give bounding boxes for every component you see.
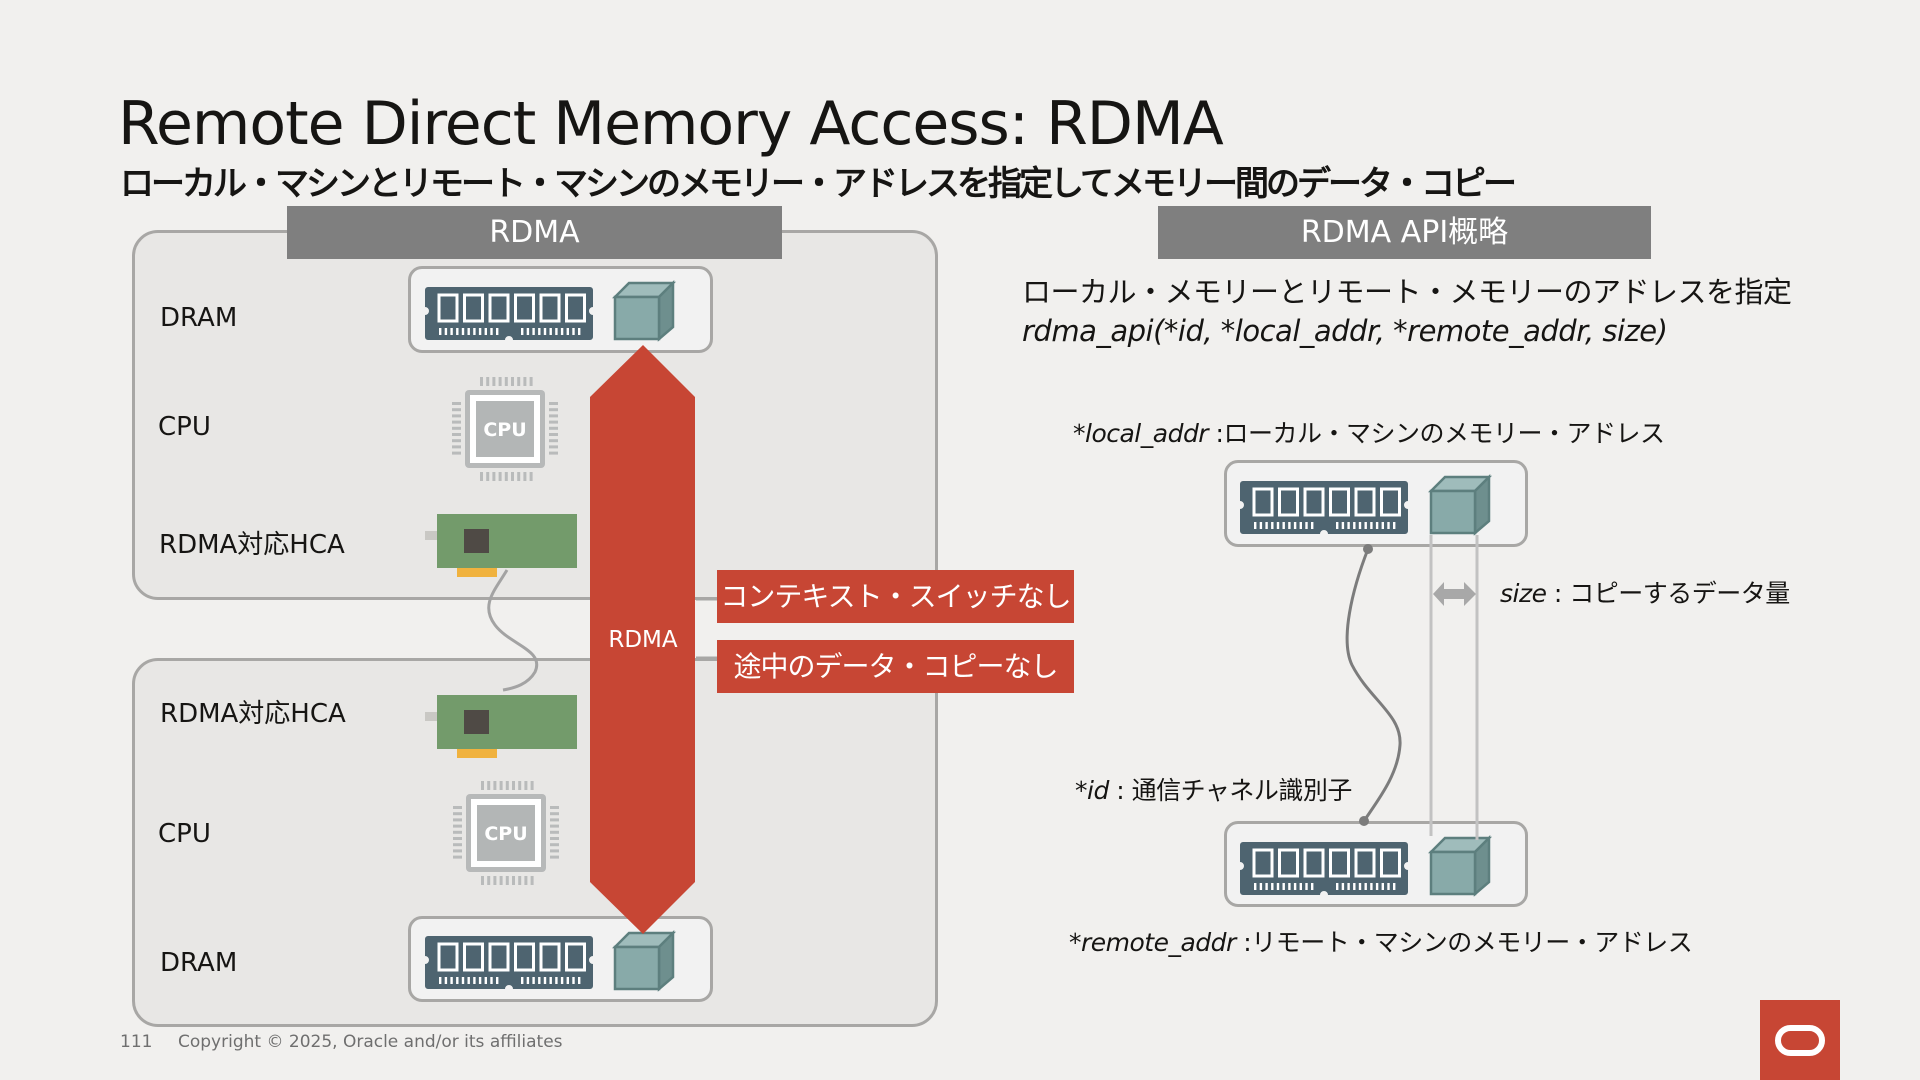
rdma-api-header-bar: RDMA API概略	[1158, 206, 1651, 259]
ram-module-icon	[1240, 842, 1408, 895]
param-remote-addr-desc: :リモート・マシンのメモリー・アドレス	[1235, 928, 1693, 957]
ram-module-icon	[425, 287, 593, 340]
remote-cpu-label: CPU	[158, 819, 211, 849]
page-number: 111	[120, 1032, 153, 1052]
channel-endpoint-dot	[1363, 544, 1373, 554]
network-card-icon	[425, 695, 577, 758]
param-id: *id : 通信チャネル識別子	[1075, 776, 1352, 806]
callout-no-context-switch: コンテキスト・スイッチなし	[717, 570, 1074, 623]
param-remote-addr-name: *remote_addr	[1069, 928, 1236, 957]
local-cpu-label: CPU	[158, 412, 211, 442]
network-card-icon	[425, 514, 577, 577]
data-block-icon	[1427, 473, 1493, 536]
rdma-header-bar: RDMA	[287, 206, 782, 259]
oracle-logo-icon	[1760, 1000, 1840, 1080]
api-description: ローカル・メモリーとリモート・メモリーのアドレスを指定	[1022, 275, 1792, 309]
data-block-icon	[611, 929, 677, 992]
local-hca-label: RDMA対応HCA	[159, 530, 345, 560]
param-remote-addr: *remote_addr :リモート・マシンのメモリー・アドレス	[1069, 928, 1693, 958]
remote-hca-label: RDMA対応HCA	[160, 699, 346, 729]
cpu-chip-icon: CPU	[453, 781, 559, 885]
param-local-addr-desc: :ローカル・マシンのメモリー・アドレス	[1208, 419, 1665, 448]
param-id-name: *id	[1075, 776, 1109, 805]
param-id-desc: : 通信チャネル識別子	[1108, 776, 1352, 805]
rdma-arrow-label: RDMA	[608, 627, 678, 653]
param-local-addr: *local_addr :ローカル・マシンのメモリー・アドレス	[1073, 419, 1665, 449]
api-signature: rdma_api(*id, *local_addr, *remote_addr,…	[1022, 314, 1668, 348]
channel-id-curve	[1345, 548, 1402, 822]
remote-dram-label: DRAM	[160, 948, 238, 978]
svg-text:CPU: CPU	[483, 419, 526, 441]
slide-subtitle: ローカル・マシンとリモート・マシンのメモリー・アドレスを指定してメモリー間のデー…	[120, 164, 1517, 204]
ram-module-icon	[1240, 481, 1408, 534]
param-local-addr-name: *local_addr	[1073, 419, 1209, 448]
param-size-desc: : コピーするデータ量	[1546, 579, 1790, 608]
copyright: Copyright © 2025, Oracle and/or its affi…	[178, 1032, 563, 1052]
callout-no-intermediate-copy: 途中のデータ・コピーなし	[717, 640, 1074, 693]
param-size: size : コピーするデータ量	[1500, 579, 1790, 609]
data-block-icon	[1427, 834, 1493, 897]
data-block-icon	[611, 279, 677, 342]
channel-endpoint-dot	[1359, 816, 1369, 826]
size-double-arrow-icon	[1433, 582, 1476, 606]
ram-module-icon	[425, 936, 593, 989]
cpu-chip-icon: CPU	[452, 377, 558, 481]
local-dram-label: DRAM	[160, 303, 238, 333]
svg-text:CPU: CPU	[484, 823, 527, 845]
slide-title: Remote Direct Memory Access: RDMA	[118, 89, 1224, 159]
param-size-name: size	[1500, 579, 1547, 608]
